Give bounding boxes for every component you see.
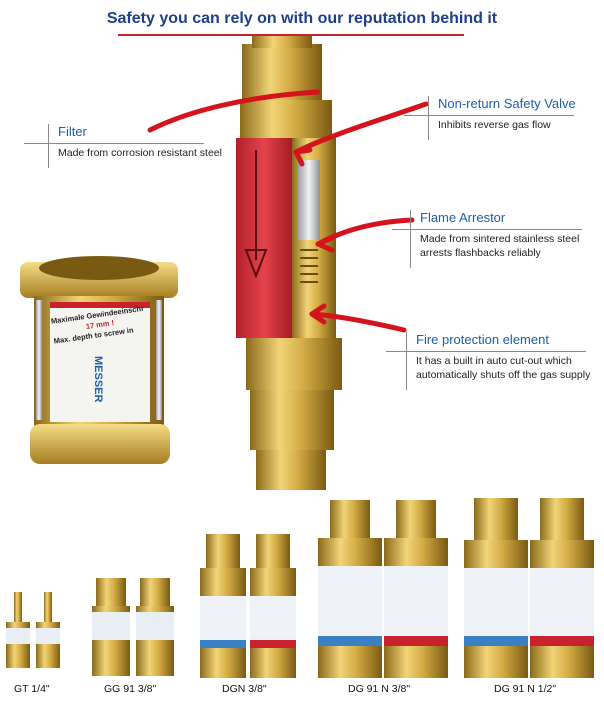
large-unit-label-band — [50, 302, 150, 308]
dg38-2-label-band — [384, 636, 448, 646]
gt-2-nipple — [44, 592, 52, 622]
gg-2-label — [136, 612, 174, 640]
cutaway-red-sleeve — [236, 138, 292, 338]
page-headline: Safety you can rely on with our reputati… — [106, 10, 498, 27]
dg38-2-nut — [396, 500, 436, 540]
dgn-2-label — [250, 596, 296, 648]
cutaway-valve-chamber — [298, 160, 320, 240]
arrestor-pointer-head-icon — [315, 235, 335, 253]
callout-filter-rule-v — [48, 124, 49, 168]
model-caption-dgn: DGN 3/8" — [222, 683, 267, 695]
callout-flame-arrestor-rule-v — [410, 210, 411, 268]
model-caption-gg: GG 91 3/8" — [104, 683, 157, 695]
gg-1-label — [92, 612, 130, 640]
cutaway-upper-body — [240, 100, 332, 140]
cutaway-hose-connector — [256, 450, 326, 490]
callout-flame-arrestor-desc: Made from sintered stainless steel arres… — [392, 229, 600, 260]
model-caption-dg12: DG 91 N 1/2" — [494, 683, 557, 695]
callout-fire-protection-rule — [386, 351, 586, 352]
dgn-1-label — [200, 596, 246, 648]
filter-pointer-icon — [147, 89, 321, 133]
callout-non-return-desc: Inhibits reverse gas flow — [438, 119, 551, 131]
large-unit-bolt-left — [36, 300, 42, 420]
callout-filter-rule — [24, 143, 204, 144]
callout-fire-protection-desc-line2: automatically shuts off the gas supply — [416, 369, 591, 381]
large-unit-bolt-right — [156, 300, 162, 420]
callout-fire-protection-desc: It has a built in auto cut-out which aut… — [386, 351, 600, 382]
dg12-2-label-band — [530, 636, 594, 646]
large-unit-label — [50, 302, 150, 422]
dg38-1-nut — [330, 500, 370, 540]
gg-1-nut — [96, 578, 126, 608]
valve-pointer-head-icon — [293, 147, 313, 167]
dg38-1-label-band — [318, 636, 382, 646]
dg12-1-label-band — [464, 636, 528, 646]
dg12-1-label — [464, 568, 528, 646]
callout-fire-protection-rule-v — [406, 332, 407, 390]
gt-2-label — [36, 628, 60, 644]
callout-fire-protection: Fire protection element It has a built i… — [386, 332, 600, 390]
dgn-1-nut — [206, 534, 240, 570]
callout-fire-protection-desc-line1: It has a built in auto cut-out which — [416, 355, 572, 367]
callout-non-return-valve: Non-return Safety Valve Inhibits reverse… — [404, 96, 600, 140]
cutaway-top-cap — [252, 36, 312, 48]
callout-filter-desc: Made from corrosion resistant steel — [58, 147, 222, 159]
flow-arrow-icon — [244, 150, 268, 279]
valve-pointer-icon — [293, 101, 429, 155]
callout-flame-arrestor-title: Flame Arrestor — [420, 210, 506, 225]
model-caption-dg38: DG 91 N 3/8" — [348, 683, 411, 695]
callout-flame-arrestor-desc-line1: Made from sintered stainless steel — [420, 233, 580, 245]
pointer-arrows — [147, 89, 429, 333]
dg38-1-label — [318, 566, 382, 646]
callout-flame-arrestor: Flame Arrestor Made from sintered stainl… — [392, 210, 600, 268]
large-unit-bottom-nut — [30, 424, 170, 464]
gt-1-nipple — [14, 592, 22, 622]
cutaway-lower-nut — [250, 390, 334, 450]
callout-fire-protection-title: Fire protection element — [416, 332, 549, 347]
fire-pointer-head-icon — [309, 303, 327, 325]
callout-non-return-rule-v — [428, 96, 429, 140]
fire-pointer-icon — [309, 311, 407, 333]
dgn-1-label-band — [200, 640, 246, 648]
dg12-1-nut — [474, 498, 518, 542]
cutaway-device — [236, 36, 342, 490]
callout-flame-arrestor-rule — [392, 229, 582, 230]
large-messer-unit — [20, 256, 178, 464]
dgn-2-nut — [256, 534, 290, 570]
callout-filter: Filter Made from corrosion resistant ste… — [24, 124, 234, 168]
dg12-2-nut — [540, 498, 584, 542]
gg-2-nut — [140, 578, 170, 608]
large-unit-brand: MESSER — [92, 356, 104, 403]
callout-filter-title: Filter — [58, 124, 87, 139]
dgn-2-label-band — [250, 640, 296, 648]
headline-underline — [118, 34, 464, 36]
callout-flame-arrestor-desc-line2: arrests flashbacks reliably — [420, 247, 541, 259]
callout-non-return-rule — [404, 115, 574, 116]
cutaway-lower-body — [246, 338, 342, 390]
model-caption-gt: GT 1/4" — [14, 683, 50, 695]
gt-1-label — [6, 628, 30, 644]
product-line — [6, 498, 594, 678]
cutaway-spring — [300, 249, 318, 283]
dg12-2-label — [530, 568, 594, 646]
callout-non-return-title: Non-return Safety Valve — [438, 96, 576, 111]
large-unit-top-opening — [39, 256, 159, 280]
dg38-2-label — [384, 566, 448, 646]
